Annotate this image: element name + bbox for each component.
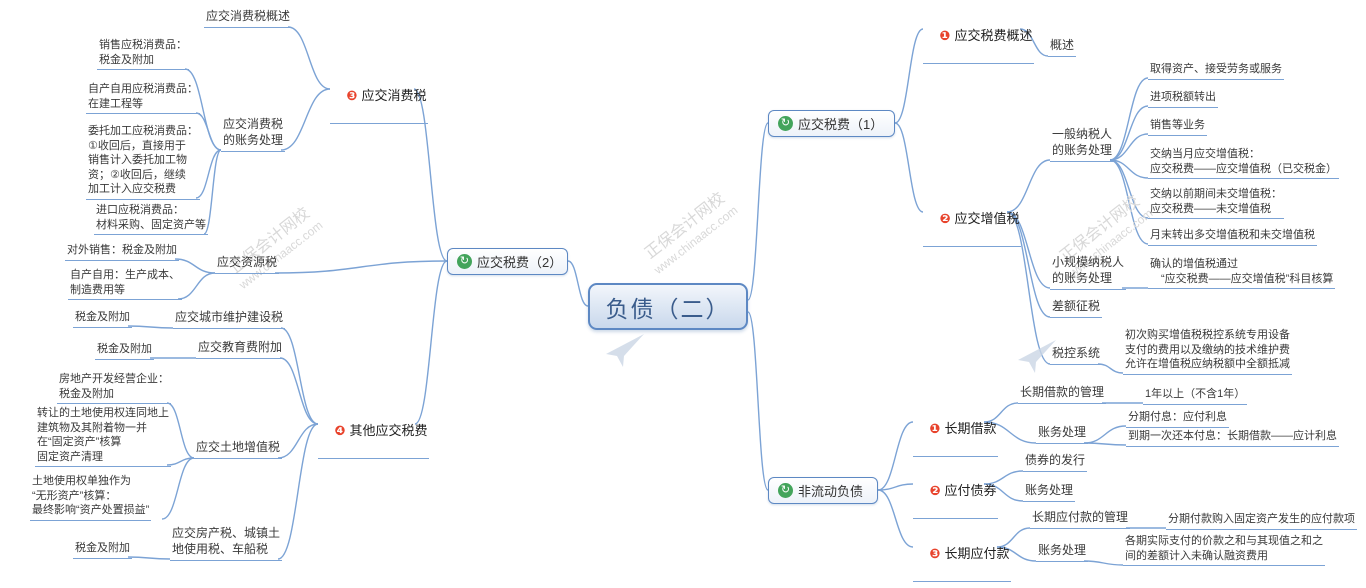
node-city-tax-source[interactable]: 税金及附加 <box>73 310 132 328</box>
node-differential-taxation[interactable]: 差额征税 <box>1050 299 1103 318</box>
badge-circled-2: ❷ <box>939 211 951 227</box>
node-loan-accounting[interactable]: 账务处理 <box>1036 425 1089 444</box>
node-general-pay-prior[interactable]: 交纳以前期间未交增值税： 应交税费——未交增值税 <box>1148 187 1284 220</box>
node-payable-accounting-note[interactable]: 各期实际支付的价款之和与其现值之和之 间的差额计入未确认融资费用 <box>1123 534 1325 567</box>
node-bond-issuance[interactable]: 债券的发行 <box>1023 453 1088 472</box>
node-land-use-right[interactable]: 土地使用权单独作为 “无形资产”核算： 最终影响“资产处置损益” <box>30 474 152 521</box>
badge-circled-3: ❸ <box>929 546 941 562</box>
refresh-icon: ↻ <box>778 116 793 131</box>
node-city-maintenance-tax[interactable]: 应交城市维护建设税 <box>173 310 286 329</box>
node-general-acquire[interactable]: 取得资产、接受劳务或服务 <box>1148 62 1284 80</box>
node-payable-accounting[interactable]: 账务处理 <box>1036 543 1089 562</box>
hub-label: 非流动负债 <box>798 484 864 499</box>
node-consumption-import[interactable]: 进口应税消费品： 材料采购、固定资产等 <box>94 203 208 236</box>
node-general-month-end[interactable]: 月末转出多交增值税和未交增值税 <box>1148 228 1317 246</box>
node-bond-accounting[interactable]: 账务处理 <box>1023 483 1076 502</box>
node-consumption-tax-overview[interactable]: 应交消费税概述 <box>204 9 293 28</box>
node-loan-interest-maturity[interactable]: 到期一次还本付息：长期借款——应计利息 <box>1126 429 1339 447</box>
central-topic[interactable]: 负债（二） <box>588 283 748 330</box>
hub-label: 应交税费（1） <box>798 117 884 132</box>
node-property-source[interactable]: 税金及附加 <box>73 541 132 559</box>
node-education-surcharge[interactable]: 应交教育费附加 <box>196 340 285 359</box>
node-small-scale-note[interactable]: 确认的增值税通过 “应交税费——应交增值税”科目核算 <box>1148 257 1336 290</box>
node-land-transfer[interactable]: 转让的土地使用权连同地上 建筑物及其附着物一并 在“固定资产”核算 固定资产清理 <box>35 406 171 468</box>
node-overview-sub[interactable]: 概述 <box>1048 38 1077 57</box>
node-payable-management-note[interactable]: 分期付款购入固定资产发生的应付款项 <box>1166 512 1357 530</box>
node-tax-control-system[interactable]: 税控系统 <box>1050 346 1103 365</box>
badge-circled-2: ❷ <box>929 483 941 499</box>
node-loan-interest-periodic[interactable]: 分期付息：应付利息 <box>1126 410 1229 428</box>
paper-plane-watermark-icon <box>606 334 644 367</box>
hub-tax-fee-1[interactable]: ↻ 应交税费（1） <box>768 110 895 137</box>
badge-circled-4: ❹ <box>334 423 346 439</box>
node-resource-sale[interactable]: 对外销售：税金及附加 <box>65 243 179 261</box>
node-label: 应交增值税 <box>954 211 1020 227</box>
node-consumption-sale[interactable]: 销售应税消费品： 税金及附加 <box>97 38 189 71</box>
node-general-taxpayer[interactable]: 一般纳税人 的账务处理 <box>1050 127 1115 162</box>
node-resource-self-use[interactable]: 自产自用：生产成本、 制造费用等 <box>68 268 182 301</box>
hub-noncurrent-liabilities[interactable]: ↻ 非流动负债 <box>768 477 878 504</box>
node-loan-management[interactable]: 长期借款的管理 <box>1018 385 1107 404</box>
node-general-transfer-out[interactable]: 进项税额转出 <box>1148 90 1218 108</box>
node-general-sales[interactable]: 销售等业务 <box>1148 118 1207 136</box>
hub-label: 应交税费（2） <box>477 255 563 270</box>
node-loan-management-note[interactable]: 1年以上（不含1年） <box>1143 387 1248 405</box>
refresh-icon: ↻ <box>457 254 472 269</box>
node-label: 应交税费概述 <box>954 28 1033 44</box>
node-education-source[interactable]: 税金及附加 <box>95 342 154 360</box>
node-land-real-estate[interactable]: 房地产开发经营企业： 税金及附加 <box>57 372 171 405</box>
node-label: 长期借款 <box>944 421 997 437</box>
node-property-tax[interactable]: 应交房产税、城镇土 地使用税、车船税 <box>170 526 283 561</box>
node-tax-control-note[interactable]: 初次购买增值税税控系统专用设备 支付的费用以及缴纳的技术维护费 允许在增值税应纳… <box>1123 328 1292 375</box>
node-consumption-self-use[interactable]: 自产自用应税消费品： 在建工程等 <box>86 82 200 115</box>
node-resource-tax[interactable]: 应交资源税 <box>215 255 280 274</box>
paper-plane-watermark-icon <box>1018 340 1056 373</box>
node-consumption-consigned[interactable]: 委托加工应税消费品： ①收回后，直接用于 销售计入委托加工物 资；②收回后，继续… <box>86 124 200 200</box>
node-label: 应付债券 <box>944 483 997 499</box>
badge-circled-1: ❶ <box>929 421 941 437</box>
refresh-icon: ↻ <box>778 483 793 498</box>
node-general-pay-current[interactable]: 交纳当月应交增值税： 应交税费——应交增值税（已交税金） <box>1148 147 1339 180</box>
node-small-scale-taxpayer[interactable]: 小规模纳税人 的账务处理 <box>1050 255 1127 290</box>
node-label: 应交消费税 <box>361 88 427 104</box>
badge-circled-1: ❶ <box>939 28 951 44</box>
node-land-vat[interactable]: 应交土地增值税 <box>194 440 283 459</box>
node-consumption-accounting[interactable]: 应交消费税 的账务处理 <box>221 117 286 152</box>
node-label: 长期应付款 <box>944 546 1010 562</box>
node-label: 其他应交税费 <box>349 423 428 439</box>
badge-circled-3: ❸ <box>346 88 358 104</box>
node-payable-management[interactable]: 长期应付款的管理 <box>1030 510 1131 529</box>
hub-tax-fee-2[interactable]: ↻ 应交税费（2） <box>447 248 568 275</box>
